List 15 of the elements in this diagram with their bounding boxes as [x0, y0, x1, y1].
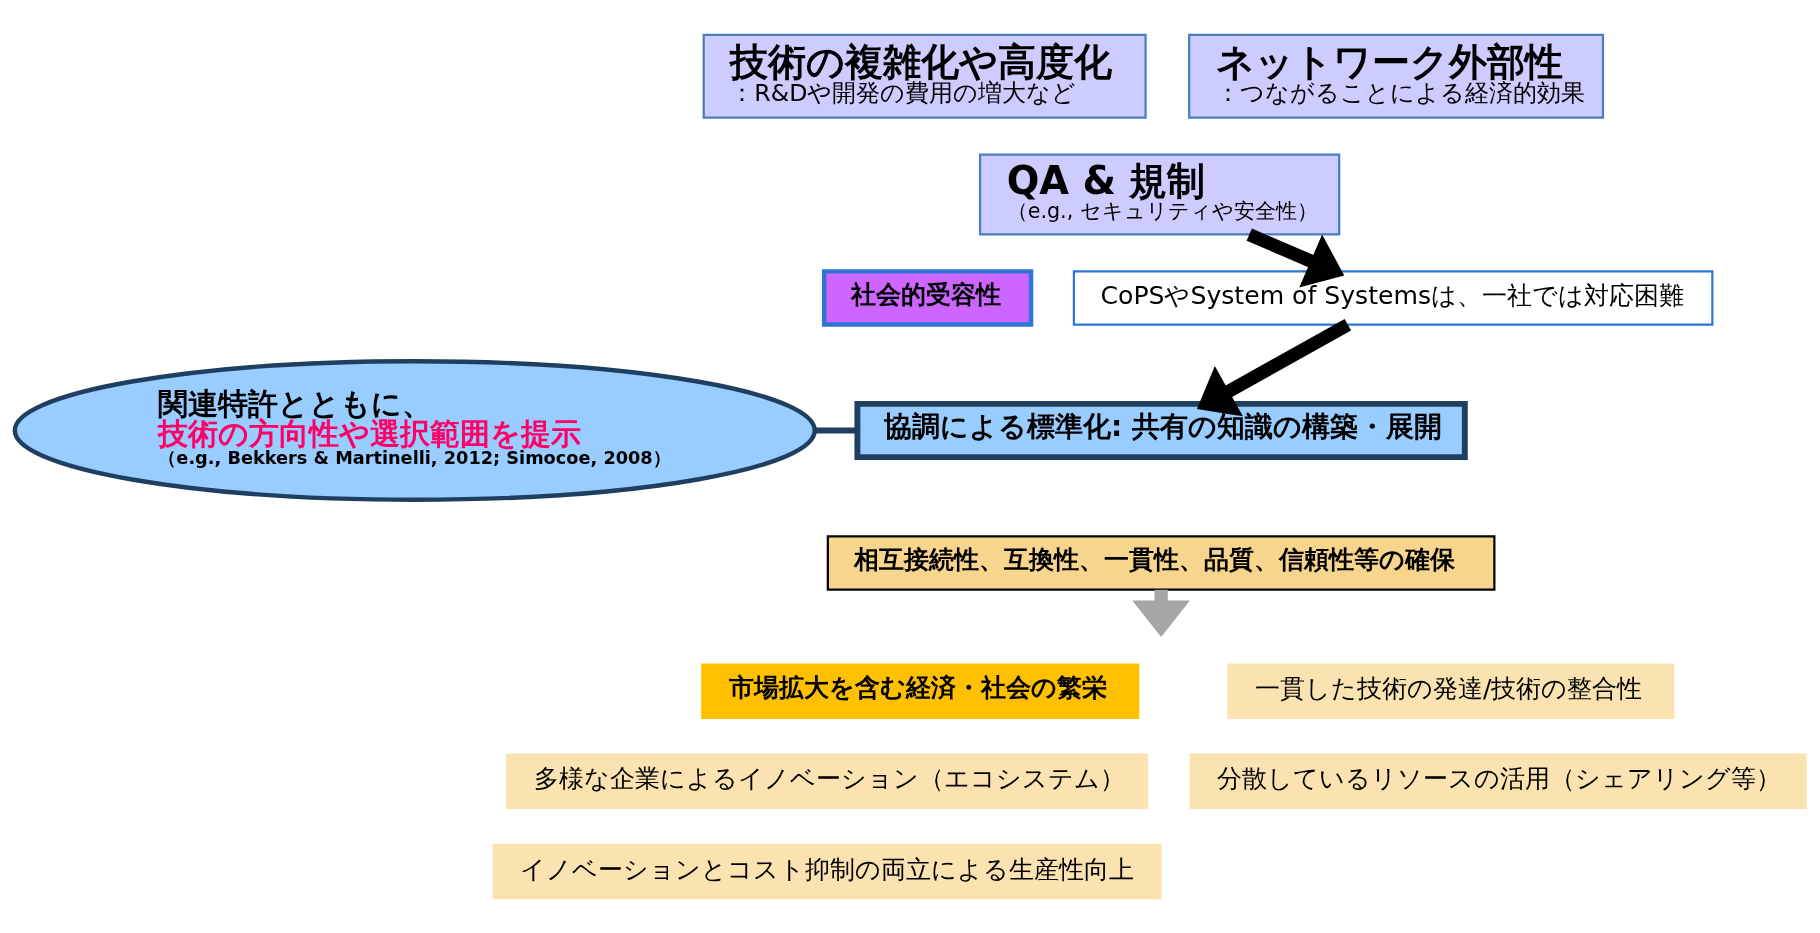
node-box: 分散しているリソースの活用（シェアリング等）: [1189, 753, 1807, 810]
node-box: 市場拡大を含む経済・社会の繁栄: [701, 663, 1140, 719]
node-box: CoPSやSystem of Systemsは、一社では対応困難: [1072, 270, 1714, 326]
node-box: ネットワーク外部性 ：つながることによる経済的効果: [1188, 33, 1605, 119]
node-box: QA & 規制 （e.g., セキュリティや安全性）: [978, 153, 1341, 236]
arrow: [1196, 318, 1352, 417]
node-box: 一貫した技術の発達/技術の整合性: [1227, 663, 1675, 719]
node-box: 多様な企業によるイノベーション（エコシステム）: [506, 753, 1149, 810]
node-box: イノベーションとコスト抑制の両立による生産性向上: [492, 843, 1162, 900]
node-box: 協調による標準化: 共有の知識の構築・展開: [854, 400, 1468, 461]
node-box: 社会的受容性: [821, 269, 1034, 327]
node-box: 技術の複雑化や高度化 ：R&Dや開発の費用の増大など: [702, 33, 1147, 119]
connector: [815, 427, 857, 434]
node-ellipse: 関連特許とともに、 技術の方向性や選択範囲を提示 （e.g., Bekkers & Martinelli, 2012; Simocoe, 2008）: [12, 359, 817, 502]
node-box: 相互接続性、互換性、一貫性、品質、信頼性等の確保: [826, 535, 1496, 591]
